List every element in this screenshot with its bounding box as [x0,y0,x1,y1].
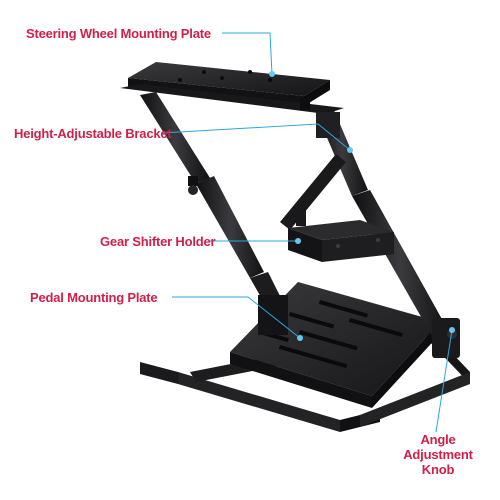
angle-knob-label: Angle Adjustment Knob [403,432,473,477]
cross-brace [280,154,346,230]
left-upright [140,92,288,335]
gear-shifter-plate [288,204,394,262]
callout-dots [269,71,455,341]
pedal-plate-label: Pedal Mounting Plate [30,290,158,305]
callout-lines [161,32,453,433]
left-knob [188,176,198,195]
height-bracket-label: Height-Adjustable Bracket [14,126,172,141]
gear-holder-label: Gear Shifter Holder [100,234,216,249]
steering-plate [120,62,344,114]
steering-plate-label: Steering Wheel Mounting Plate [26,26,211,41]
